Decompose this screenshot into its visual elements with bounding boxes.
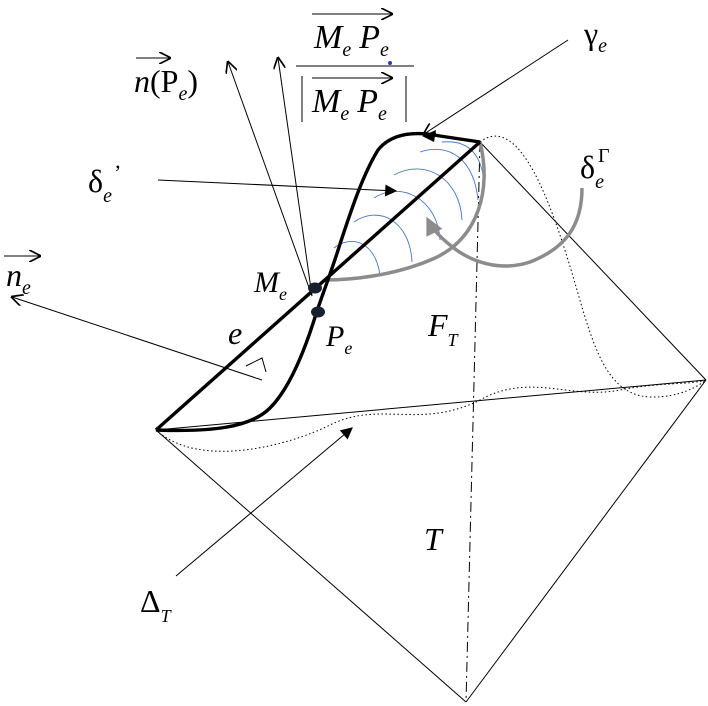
arc-3 xyxy=(373,190,441,241)
gamma-main: γ xyxy=(583,15,598,51)
dprime-sub: e xyxy=(103,185,112,207)
thick-curve xyxy=(155,131,481,433)
curve-arrow xyxy=(422,130,436,142)
label-n-e: ne xyxy=(6,257,31,299)
nP-close: ) xyxy=(187,63,198,99)
den-P: P xyxy=(356,83,378,120)
dprime-main: δ xyxy=(88,163,103,199)
arrow-unit-MP xyxy=(278,58,313,297)
den-M: M xyxy=(311,83,342,120)
arc-5 xyxy=(419,148,479,201)
label-e: e xyxy=(228,315,242,351)
dgamma-sup: Γ xyxy=(598,145,610,167)
arrow-delta-prime xyxy=(157,179,398,197)
ne-sub: e xyxy=(22,277,31,299)
nP-open: (P xyxy=(150,63,178,99)
num-M-sub: e xyxy=(342,39,351,61)
dprime-sup: ’ xyxy=(114,160,121,185)
label-P-e: Pe xyxy=(325,320,352,358)
nP-n: n xyxy=(134,63,150,99)
Me-main: M xyxy=(253,266,281,299)
den-M-sub: e xyxy=(340,103,349,125)
FT-main: F xyxy=(427,307,448,343)
arrow-n-e xyxy=(12,297,263,381)
Me-sub: e xyxy=(279,284,287,304)
label-delta-e-gamma: δeΓ xyxy=(580,145,610,193)
fraction-vectors xyxy=(4,14,414,256)
label-gamma-e: γe xyxy=(583,15,607,57)
arrow-n-P-e xyxy=(228,62,313,297)
dotted-curve-bottom xyxy=(155,379,707,452)
nP-sub: e xyxy=(178,83,187,105)
edge-top-right xyxy=(479,141,707,381)
ne-main: n xyxy=(6,257,22,293)
edge-bottom-right xyxy=(465,379,707,703)
DT-sub: T xyxy=(161,606,173,626)
Pe-main: P xyxy=(325,320,344,353)
label-T: T xyxy=(424,521,444,557)
point-M-e xyxy=(308,282,322,294)
label-n-P-e: n(Pe) xyxy=(134,63,198,105)
num-P: P xyxy=(358,19,380,56)
den-P-sub: e xyxy=(378,103,387,125)
edge-left-bottom xyxy=(155,429,467,703)
right-angle-mark xyxy=(245,357,267,373)
arrow-gamma-e xyxy=(424,39,569,134)
arrow-Delta-T xyxy=(175,427,353,577)
label-F-T: FT xyxy=(427,307,460,350)
label-delta-e-prime: δe’ xyxy=(88,160,121,207)
label-Delta-T: ΔT xyxy=(140,583,173,626)
hidden-edge xyxy=(465,141,481,703)
num-P-sub: e xyxy=(380,39,389,61)
annotation-arrows xyxy=(12,39,569,577)
gray-curve-surface xyxy=(324,141,486,282)
DT-main: Δ xyxy=(140,583,161,619)
arc-4 xyxy=(393,168,463,221)
blue-dot xyxy=(388,61,392,65)
dgamma-sub: e xyxy=(595,171,604,193)
gamma-sub: e xyxy=(598,35,607,57)
label-M-e: Me xyxy=(253,266,287,304)
arc-2 xyxy=(353,214,413,263)
num-M: M xyxy=(313,19,344,56)
dgamma-main: δ xyxy=(580,149,595,185)
gray-curve-gamma xyxy=(426,187,584,268)
edge-left-right xyxy=(155,379,707,431)
FT-sub: T xyxy=(448,330,460,350)
Pe-sub: e xyxy=(344,338,352,358)
point-P-e xyxy=(311,306,325,318)
